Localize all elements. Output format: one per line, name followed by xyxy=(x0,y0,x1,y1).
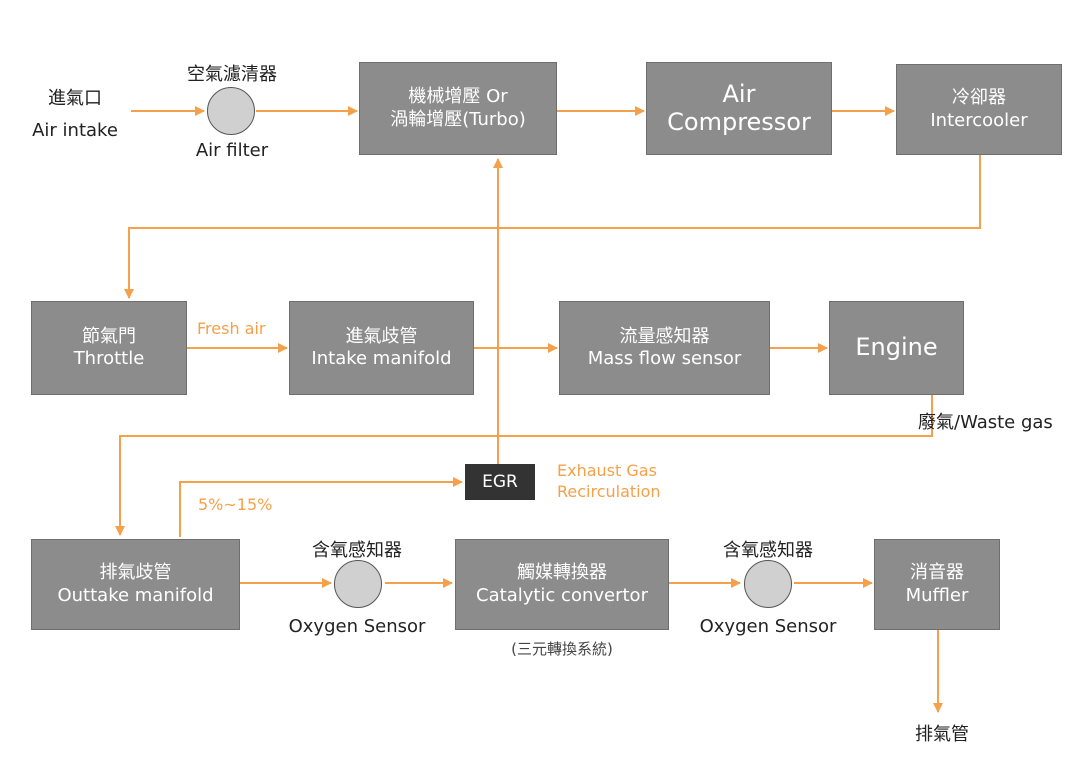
air-intake-label-zh: 進氣口 xyxy=(48,88,102,109)
air-compressor-label-1: Air xyxy=(722,79,756,108)
throttle-box: 節氣門 Throttle xyxy=(31,301,187,395)
intake-manifold-label-2: Intake manifold xyxy=(311,348,452,369)
egr-box: EGR xyxy=(465,464,535,500)
throttle-label-1: 節氣門 xyxy=(82,325,136,347)
throttle-label-2: Throttle xyxy=(73,348,145,369)
egr-label: EGR xyxy=(482,472,518,492)
intercooler-box: 冷卻器 Intercooler xyxy=(896,64,1062,155)
exhaust-manifold-label-1: 排氣歧管 xyxy=(99,562,172,583)
engine-label: Engine xyxy=(855,333,938,362)
catalytic-label-1: 觸媒轉換器 xyxy=(517,562,607,583)
oxygen-sensor-1-label-en: Oxygen Sensor xyxy=(288,616,426,637)
oxygen-sensor-2-label-en: Oxygen Sensor xyxy=(699,616,837,637)
air-filter-label-zh: 空氣濾清器 xyxy=(187,64,277,85)
fresh-air-label: Fresh air xyxy=(197,319,266,338)
intercooler-label-1: 冷卻器 xyxy=(952,87,1006,108)
oxygen-sensor-1-label-zh: 含氧感知器 xyxy=(312,540,402,561)
egr-percent-label: 5%~15% xyxy=(198,495,273,514)
air-filter-label-en: Air filter xyxy=(195,140,269,161)
intake-manifold-box: 進氣歧管 Intake manifold xyxy=(289,301,474,395)
arrow-exhaust-to-egr xyxy=(179,477,463,537)
turbo-label-2: 渦輪增壓(Turbo) xyxy=(390,108,526,130)
exhaust-manifold-label-2: Outtake manifold xyxy=(57,584,214,606)
air-intake-label-en: Air intake xyxy=(32,120,118,141)
catalytic-convertor-box: 觸媒轉換器 Catalytic convertor xyxy=(455,539,669,630)
egr-description-1: Exhaust Gas xyxy=(557,461,657,480)
oxygen-sensor-2-label-zh: 含氧感知器 xyxy=(723,540,813,561)
waste-gas-label: 廢氣/Waste gas xyxy=(918,412,1053,433)
arrow-intercooler-to-throttle xyxy=(124,155,981,299)
arrow-engine-to-exhaust xyxy=(115,395,933,536)
oxygen-sensor-1-node xyxy=(334,560,382,608)
exhaust-pipe-label: 排氣管 xyxy=(915,724,969,745)
turbo-label-1: 機械增壓 Or xyxy=(408,86,508,107)
turbo-box: 機械增壓 Or 渦輪增壓(Turbo) xyxy=(359,62,557,155)
oxygen-sensor-2-node xyxy=(744,560,792,608)
exhaust-manifold-box: 排氣歧管 Outtake manifold xyxy=(31,539,240,630)
intake-manifold-label-1: 進氣歧管 xyxy=(345,325,418,347)
engine-box: Engine xyxy=(829,301,964,395)
air-compressor-box: Air Compressor xyxy=(646,62,832,155)
muffler-label-2: Muffler xyxy=(905,584,969,606)
intercooler-label-2: Intercooler xyxy=(930,109,1028,131)
egr-description-2: Recirculation xyxy=(557,482,661,501)
air-compressor-label-2: Compressor xyxy=(667,107,811,136)
muffler-label-1: 消音器 xyxy=(910,562,964,583)
mass-flow-sensor-box: 流量感知器 Mass flow sensor xyxy=(559,301,770,395)
air-filter-node xyxy=(207,87,255,135)
mass-flow-label-1: 流量感知器 xyxy=(619,325,710,347)
mass-flow-label-2: Mass flow sensor xyxy=(587,348,742,369)
muffler-box: 消音器 Muffler xyxy=(874,539,1000,630)
three-way-label: (三元轉換系統) xyxy=(511,640,613,658)
catalytic-label-2: Catalytic convertor xyxy=(476,584,648,606)
